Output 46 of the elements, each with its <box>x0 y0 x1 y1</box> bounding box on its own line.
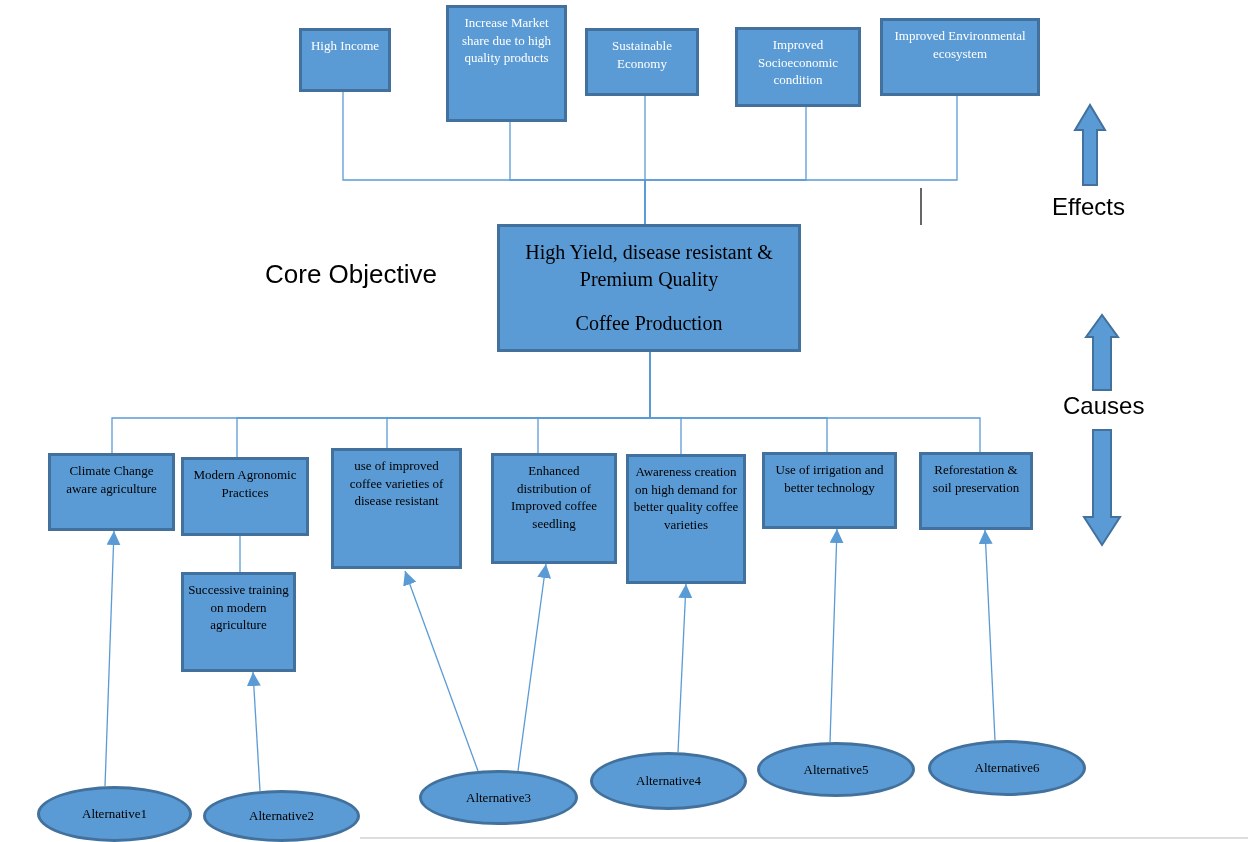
arrow <box>677 583 693 753</box>
section-label: Effects <box>1052 193 1125 221</box>
text-box <box>299 28 391 92</box>
arrow <box>246 671 261 792</box>
arrow <box>403 570 479 772</box>
section-label: Causes <box>1063 392 1145 420</box>
arrow <box>104 530 121 787</box>
node-text: Alternative4 <box>636 772 701 790</box>
node-text: High Income <box>310 37 380 55</box>
arrow <box>517 563 552 772</box>
node-text: Reforestation & soil preservation <box>931 461 1021 497</box>
node-text: Increase Market share due to high quality products <box>460 14 553 67</box>
text-box <box>181 457 309 536</box>
node-text: Climate Change aware agriculture <box>65 462 158 498</box>
node-text: Alternative2 <box>249 807 314 825</box>
text-box <box>491 453 617 564</box>
node-text: Alternative6 <box>974 759 1040 777</box>
section-label: Core Objective <box>265 259 437 290</box>
node-text: Awareness creation on high demand for better quality coffee varieties <box>633 463 739 534</box>
node-text: Successive training on modern agriculture <box>188 581 289 634</box>
node-text: Improved Environmental ecosystem <box>893 27 1027 63</box>
node-text: Modern Agronomic Practices <box>192 466 298 502</box>
node-text: Alternative5 <box>803 760 869 779</box>
node-text: Sustainable Economy <box>611 37 673 73</box>
node-text: Enhanced distribution of Improved coffee seedling <box>510 462 598 533</box>
text-box <box>585 28 699 96</box>
node-text: Coffee Production <box>575 311 723 336</box>
objective-box <box>497 224 801 352</box>
text-box <box>880 18 1040 96</box>
node-text: High Yield, disease resistant & Premium Quality <box>524 240 774 293</box>
node-text: Improved Socioeconomic condition <box>756 36 840 89</box>
node-text: Alternative1 <box>82 805 147 823</box>
node-text: Use of irrigation and better technology <box>774 461 885 497</box>
arrow <box>829 528 844 743</box>
text-box <box>762 452 897 529</box>
text-box <box>331 448 462 569</box>
text-box <box>919 452 1033 530</box>
node-text: use of improved coffee varieties of disease resistant <box>348 457 445 510</box>
text-box <box>446 5 567 122</box>
text-box <box>626 454 746 584</box>
text-box <box>48 453 175 531</box>
node-text: Alternative3 <box>466 788 531 807</box>
text-box <box>735 27 861 107</box>
text-box <box>181 572 296 672</box>
connector-line <box>239 535 241 573</box>
arrow <box>978 529 996 741</box>
